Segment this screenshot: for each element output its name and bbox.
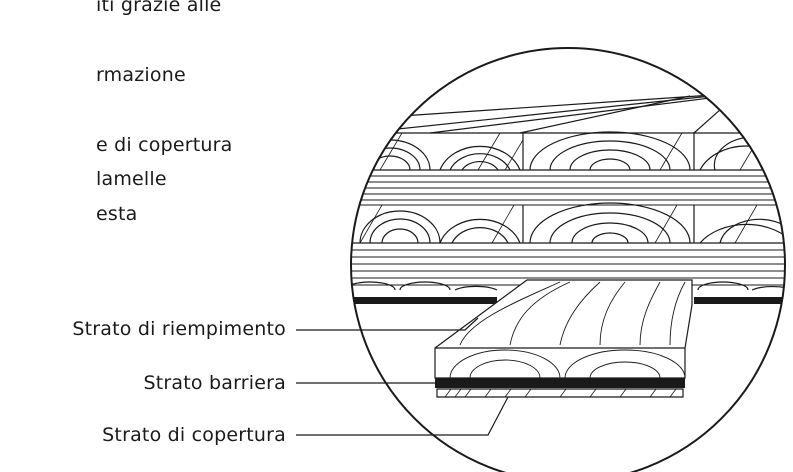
leader-lines bbox=[296, 317, 509, 436]
back-layer-right bbox=[694, 281, 785, 304]
lamella-layer-upper bbox=[351, 175, 785, 206]
intro-text-fragment: iti grazie alle rmazione e di copertura … bbox=[0, 0, 330, 250]
label-filling-layer: Strato di riempimento bbox=[72, 318, 286, 340]
growth-rings-upper bbox=[351, 131, 785, 171]
back-layer-left bbox=[351, 281, 498, 304]
label-barrier-layer: Strato barriera bbox=[143, 372, 286, 394]
plank-end-grain bbox=[449, 349, 686, 379]
leader-filling bbox=[296, 317, 479, 331]
label-cover-layer: Strato di copertura bbox=[102, 424, 286, 446]
cover-layer-hatch bbox=[444, 388, 677, 398]
leader-cover bbox=[296, 396, 509, 436]
intro-line-4: lamelle bbox=[96, 168, 167, 190]
intro-line-1: iti grazie alle bbox=[96, 0, 222, 16]
barrier-layer-strip bbox=[435, 378, 685, 388]
intro-line-2: rmazione bbox=[96, 64, 186, 86]
middle-plank-band bbox=[351, 202, 785, 244]
intro-line-3: e di copertura bbox=[96, 134, 233, 156]
top-surface-lines bbox=[359, 91, 785, 134]
hatching-upper bbox=[351, 132, 763, 171]
pulled-out-plank bbox=[434, 279, 693, 398]
upper-plank-band bbox=[351, 131, 785, 171]
magnifier-circle bbox=[350, 47, 786, 472]
intro-line-5: esta bbox=[96, 203, 138, 225]
